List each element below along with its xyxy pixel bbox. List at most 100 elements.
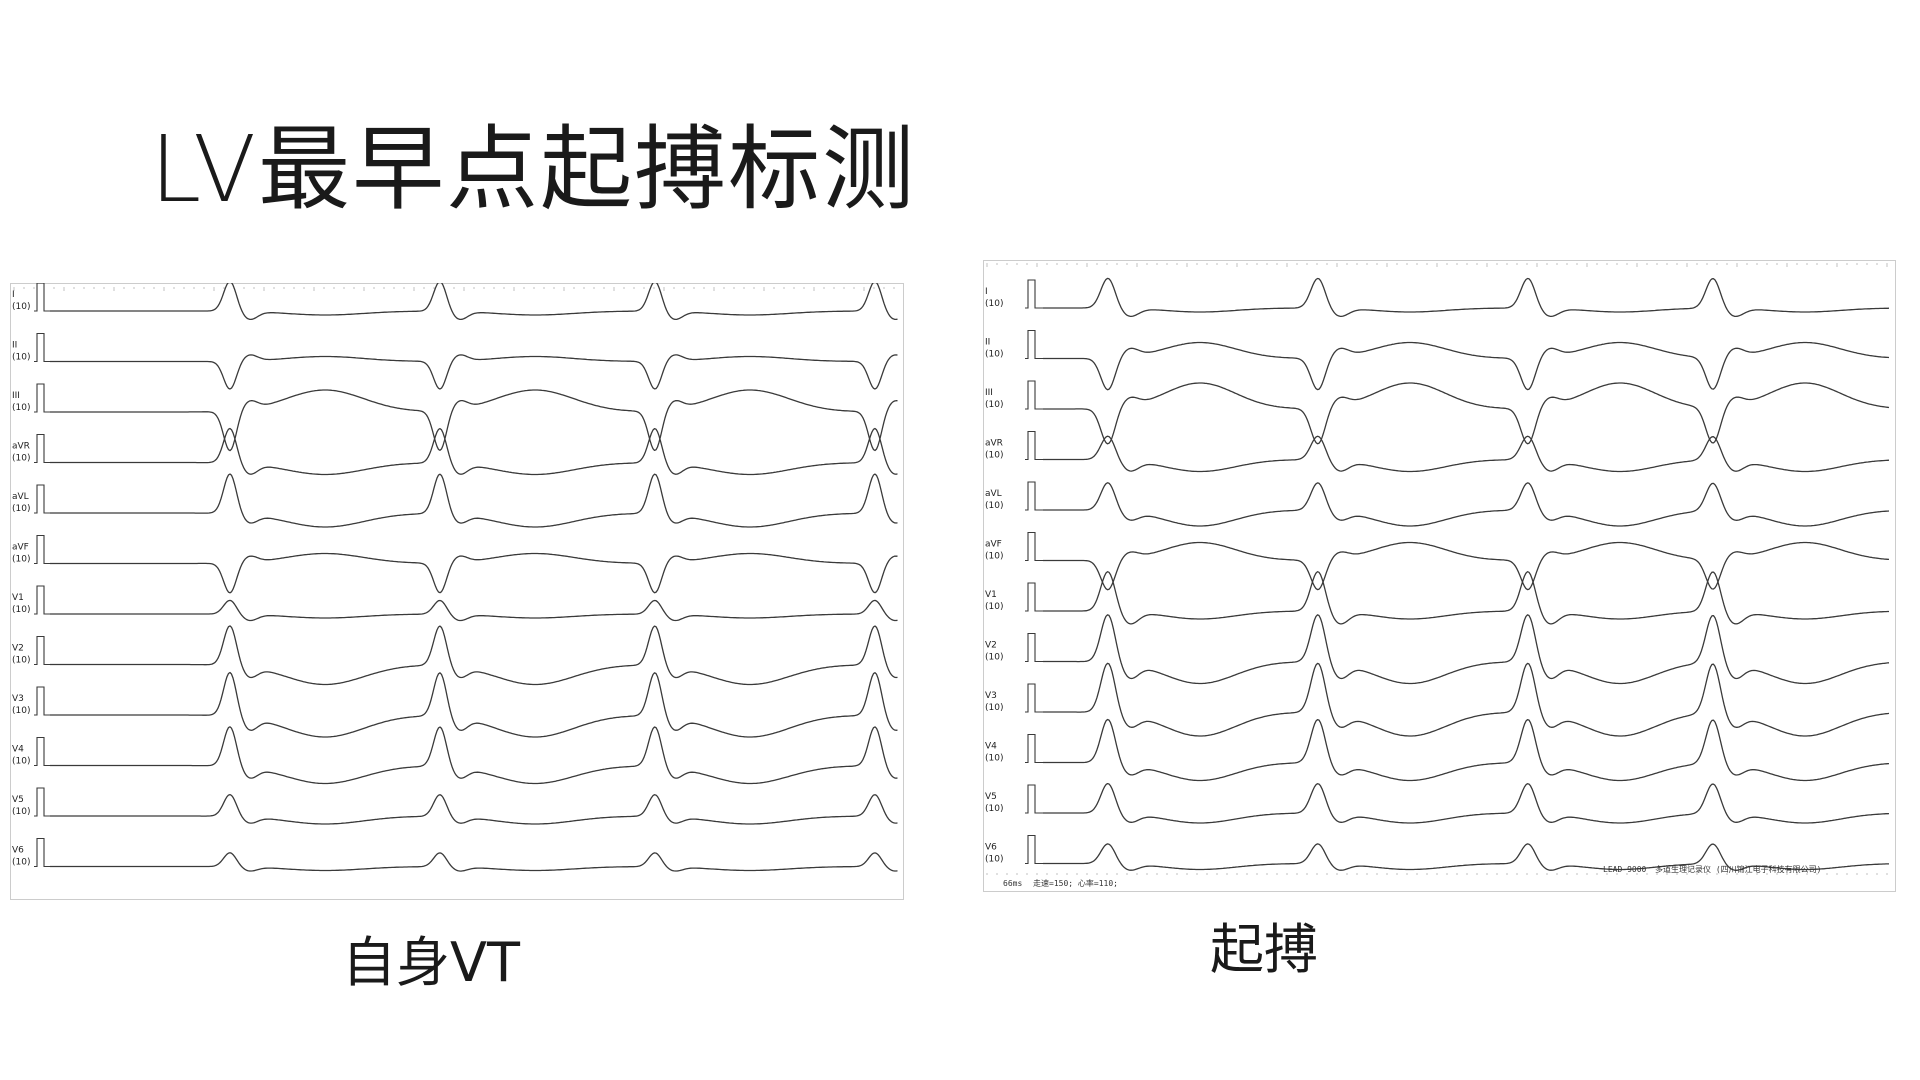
lead-label: aVF (12, 543, 29, 553)
lead-label: III (985, 388, 993, 398)
ecg-trace-aVF (1043, 541, 1890, 591)
lead-gain: (10) (12, 757, 30, 767)
lead-gain: (10) (12, 555, 30, 565)
lead-gain: (10) (12, 807, 30, 817)
calibration-pulse (34, 383, 50, 413)
footer-device: LEAD-9000 (1603, 865, 1647, 874)
calibration-pulse (34, 433, 50, 464)
calibration-pulse (34, 534, 50, 565)
lead-gain: (10) (12, 605, 30, 615)
lead-label: V2 (12, 644, 24, 654)
calibration-pulse (1025, 582, 1043, 612)
lead-gain: (10) (12, 706, 30, 716)
footer-speed-rate: 走速=150; 心率=110; (1033, 878, 1118, 888)
calibration-pulse (34, 484, 50, 514)
ecg-trace-V2 (50, 625, 898, 686)
ecg-strip-pacing: I (10) II (10) III (10) aVR (10) aVL (10) aVF (10) V… (983, 260, 1896, 892)
ecg-trace-V5 (1043, 782, 1890, 824)
caption-spontaneous-vt: 自身VT (342, 931, 520, 994)
ecg-left-svg: I (10) II (10) III (10) aVR (10) aVL (10) aVF (10) V… (10, 283, 904, 900)
calibration-pulse (34, 635, 50, 666)
lead-label: V4 (12, 745, 24, 755)
ecg-border (983, 260, 1896, 892)
ecg-trace-aVR (1043, 435, 1890, 473)
lead-label: V6 (12, 846, 24, 856)
ecg-trace-V2 (1043, 614, 1890, 685)
lead-gain: (10) (985, 400, 1003, 410)
lead-label: I (985, 287, 988, 297)
lead-gain: (10) (12, 302, 30, 312)
lead-gain: (10) (985, 754, 1003, 764)
ecg-trace-I (50, 283, 898, 321)
ecg-trace-V1 (50, 599, 898, 622)
lead-label: V1 (985, 590, 997, 600)
calibration-pulse (1025, 329, 1043, 360)
lead-label: V4 (985, 742, 997, 752)
calibration-pulse (1025, 834, 1043, 865)
calibration-pulse (34, 736, 50, 767)
calibration-pulse (1025, 784, 1043, 814)
lead-label: aVL (12, 492, 29, 502)
lead-gain: (10) (985, 552, 1003, 562)
ecg-trace-aVL (1043, 482, 1890, 527)
ecg-trace-III (50, 389, 898, 452)
ecg-trace-V6 (50, 852, 898, 872)
lead-gain: (10) (985, 653, 1003, 663)
ecg-trace-V4 (1043, 718, 1890, 782)
calibration-pulse (34, 686, 50, 716)
ecg-trace-aVR (50, 427, 898, 476)
lead-gain: (10) (12, 656, 30, 666)
lead-label: II (12, 341, 17, 351)
calibration-pulse (1025, 279, 1043, 309)
ecg-trace-V3 (50, 671, 898, 738)
calibration-pulse (1025, 632, 1043, 663)
lead-label: II (985, 338, 990, 348)
lead-gain: (10) (12, 454, 30, 464)
lead-label: aVR (985, 439, 1003, 449)
calibration-pulse (34, 332, 50, 363)
lead-label: V1 (12, 593, 24, 603)
lead-gain: (10) (985, 299, 1003, 309)
calibration-pulse (1025, 481, 1043, 511)
lead-gain: (10) (985, 855, 1003, 865)
lead-label: V6 (985, 843, 997, 853)
lead-gain: (10) (12, 858, 30, 868)
lead-label: V5 (12, 795, 24, 805)
ecg-border (10, 283, 904, 900)
lead-label: V5 (985, 792, 997, 802)
calibration-pulse (1025, 531, 1043, 562)
lead-gain: (10) (985, 804, 1003, 814)
lead-label: aVL (985, 489, 1002, 499)
lead-gain: (10) (985, 350, 1003, 360)
lead-label: aVF (985, 540, 1002, 550)
lead-label: III (12, 391, 20, 401)
calibration-pulse (34, 585, 50, 615)
ecg-trace-III (1043, 382, 1890, 445)
ecg-trace-V1 (1043, 571, 1889, 625)
lead-gain: (10) (985, 501, 1003, 511)
ecg-trace-II (50, 354, 898, 390)
ecg-trace-I (1043, 277, 1890, 318)
lead-label: V3 (12, 694, 24, 704)
slide-title: LV最早点起搏标测 (150, 116, 917, 223)
ecg-strip-spontaneous-vt: I (10) II (10) III (10) aVR (10) aVL (10) aVF (10) V… (10, 283, 904, 900)
calibration-pulse (34, 837, 50, 868)
calibration-pulse (1025, 733, 1043, 764)
ecg-trace-V4 (50, 726, 898, 785)
ecg-right-svg: I (10) II (10) III (10) aVR (10) aVL (10) aVF (10) V… (983, 260, 1896, 892)
lead-gain: (10) (12, 353, 30, 363)
caption-pacing: 起搏 (1210, 918, 1318, 981)
calibration-pulse (34, 787, 50, 817)
footer-interval: 66ms (1003, 879, 1022, 888)
ecg-trace-aVL (50, 473, 898, 528)
ecg-trace-V3 (1043, 662, 1890, 737)
lead-gain: (10) (985, 703, 1003, 713)
lead-gain: (10) (12, 403, 30, 413)
lead-label: V3 (985, 691, 997, 701)
ecg-trace-V6 (1043, 843, 1889, 871)
lead-label: aVR (12, 442, 30, 452)
ecg-trace-II (1043, 341, 1890, 391)
lead-label: I (12, 290, 15, 300)
lead-gain: (10) (12, 504, 30, 514)
ecg-trace-V5 (50, 793, 898, 825)
